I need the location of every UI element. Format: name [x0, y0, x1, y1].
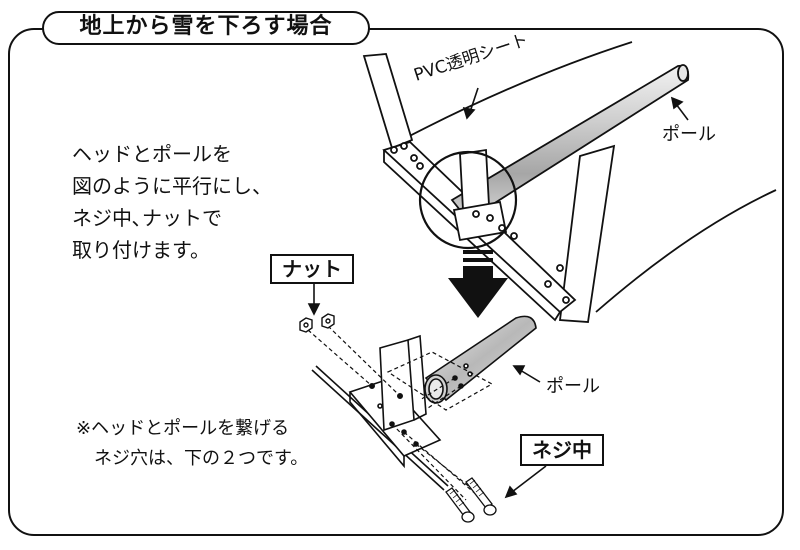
page-title: 地上から雪を下ろす場合 [79, 14, 333, 39]
assembled-view [362, 41, 777, 323]
pvc-sheet-bottom [595, 189, 777, 313]
instruction-line: ネジ中､ナットで [72, 206, 222, 230]
note-line: ※ヘッドとポールを繋げる [76, 418, 290, 439]
nut-label: ナット [270, 254, 354, 284]
pole-bottom-label: ポール [546, 376, 600, 397]
screw-label: ネジ中 [520, 434, 604, 466]
pole-top-label: ポール [662, 124, 716, 145]
instruction-text: ヘッドとポールを 図のように平行にし、 ネジ中､ナットで 取り付けます。 [72, 138, 272, 266]
pvc-sheet-edge [397, 41, 633, 143]
screw-pointer [504, 465, 547, 499]
pole-bottom-pointer [512, 365, 541, 383]
down-arrow [448, 250, 508, 318]
screw-1 [445, 487, 475, 523]
note-line: ネジ穴は、下の２つです。 [76, 448, 309, 469]
instruction-line: ヘッドとポールを [72, 142, 232, 166]
pole-top-pointer [670, 96, 689, 121]
instruction-line: 取り付けます。 [72, 238, 210, 262]
screw-2 [465, 477, 497, 516]
dashed-guides [307, 325, 494, 501]
note-text: ※ヘッドとポールを繋げる ネジ穴は、下の２つです。 [76, 414, 308, 474]
screws [445, 477, 497, 523]
zoom-circle [418, 150, 518, 250]
nut-pointer [307, 284, 321, 316]
pvc-pointer [462, 87, 479, 120]
nuts [299, 313, 335, 333]
center-bracket-base [452, 200, 508, 242]
diagram-frame [8, 28, 784, 536]
title-tab [42, 11, 370, 45]
instruction-line: 図のように平行にし、 [72, 174, 272, 198]
pole-top-end [677, 64, 689, 82]
left-head-panel [362, 53, 414, 150]
right-head-panel [558, 144, 616, 323]
exploded-view [311, 315, 537, 491]
base-rail-lower [383, 150, 561, 322]
